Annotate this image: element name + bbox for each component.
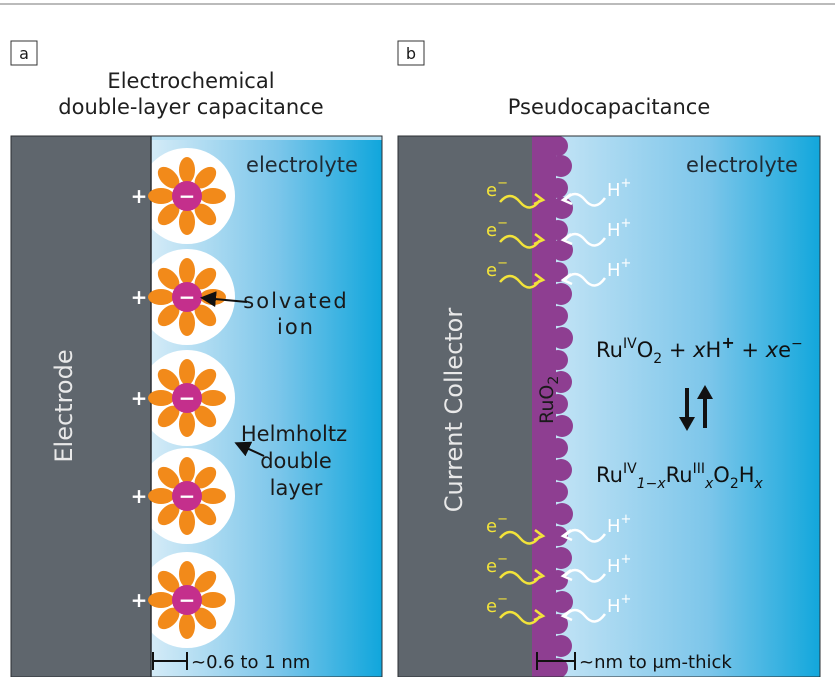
panel-b-electrolyte	[540, 136, 820, 677]
panel-b-tag-box	[397, 40, 425, 66]
surface-charges: + + + + +	[131, 184, 148, 612]
proton-label: H+	[607, 552, 631, 577]
electrode-label: Electrode	[50, 349, 78, 462]
ruo2-layer	[532, 136, 573, 677]
panel-b-scale-bar	[536, 652, 576, 670]
anion-sign: −	[179, 588, 196, 612]
helmholtz-label-line1: Helmholtz	[241, 422, 347, 446]
electron-label: e−	[486, 592, 508, 617]
panel-b-tag: b	[406, 44, 416, 63]
charge-transfer-row: e− H+	[486, 592, 631, 625]
electron-arrow	[499, 234, 542, 249]
surface-charge-plus: +	[131, 386, 148, 410]
panel-a-title-line2: double-layer capacitance	[58, 95, 323, 119]
charge-transfer-row: e− H+	[486, 256, 631, 289]
charge-transfer-bottom: e− H+ e− H+ e− H+	[486, 512, 631, 625]
surface-charge-plus: +	[131, 184, 148, 208]
panel-a-scale-label: ~0.6 to 1 nm	[191, 652, 310, 673]
electron-arrow	[499, 274, 542, 289]
panel-b-scale-label: ~nm to μm-thick	[579, 652, 732, 673]
panel-a-title-line1: Electrochemical	[107, 69, 274, 93]
solvated-ions: − − − − −	[148, 157, 226, 639]
electron-label: e−	[486, 256, 508, 281]
surface-charge-plus: +	[131, 484, 148, 508]
electron-arrow	[499, 530, 542, 545]
proton-label: H+	[607, 176, 631, 201]
charge-transfer-row: e− H+	[486, 552, 631, 585]
electron-arrow	[499, 570, 542, 585]
panel-b-title: Pseudocapacitance	[508, 95, 711, 119]
current-collector	[398, 136, 536, 677]
panel-a: a Electrochemical double-layer capacitan…	[10, 40, 383, 677]
panel-a-electrode-front	[11, 136, 151, 677]
proton-label: H+	[607, 216, 631, 241]
panel-a-tag: a	[19, 44, 29, 63]
electron-label: e−	[486, 552, 508, 577]
anion-sign: −	[179, 386, 196, 410]
helmholtz-label-line2: double	[260, 449, 332, 473]
charge-transfer-row: e− H+	[486, 512, 631, 545]
solvated-ion-label-line1: solvated	[243, 289, 348, 313]
panel-b-frame	[397, 135, 821, 677]
panel-b: b Pseudocapacitance	[397, 40, 821, 677]
panel-a-frame	[10, 135, 383, 677]
ruo2-label: RuO2	[536, 376, 562, 424]
electron-label: e−	[486, 512, 508, 537]
helmholtz-label-line3: layer	[270, 476, 323, 500]
proton-label: H+	[607, 256, 631, 281]
solvated-ion-arrow	[200, 291, 248, 308]
panel-a-electrolyte-label: electrolyte	[246, 153, 358, 177]
anion-sign: −	[179, 484, 196, 508]
current-collector-label: Current Collector	[440, 308, 468, 513]
proton-label: H+	[607, 592, 631, 617]
electron-arrow	[499, 194, 542, 209]
panel-a-electrolyte-top	[151, 136, 382, 140]
charge-transfer-row: e− H+	[486, 216, 631, 249]
solvated-ion-label-line2: ion	[277, 315, 315, 339]
panel-a-scale-bar	[152, 652, 188, 670]
electron-label: e−	[486, 176, 508, 201]
redox-equation-forward: RuIVO2 + xH+ + xe−	[596, 333, 803, 367]
surface-charge-plus: +	[131, 588, 148, 612]
proton-label: H+	[607, 512, 631, 537]
helmholtz-arrow	[234, 441, 265, 457]
electron-arrow	[499, 610, 542, 625]
equilibrium-arrows	[679, 385, 713, 431]
anion-sign: −	[179, 184, 196, 208]
charge-transfer-row: e− H+	[486, 176, 631, 209]
panel-a-tag-box	[10, 40, 38, 66]
panel-b-electrolyte-label: electrolyte	[686, 153, 798, 177]
electron-label: e−	[486, 216, 508, 241]
surface-charge-plus: +	[131, 285, 148, 309]
charge-transfer-top: e− H+ e− H+ e− H+	[486, 176, 631, 289]
redox-equation-product: RuIV1−xRuIIIxO2Hx	[596, 461, 764, 492]
anion-sign: −	[179, 285, 196, 309]
